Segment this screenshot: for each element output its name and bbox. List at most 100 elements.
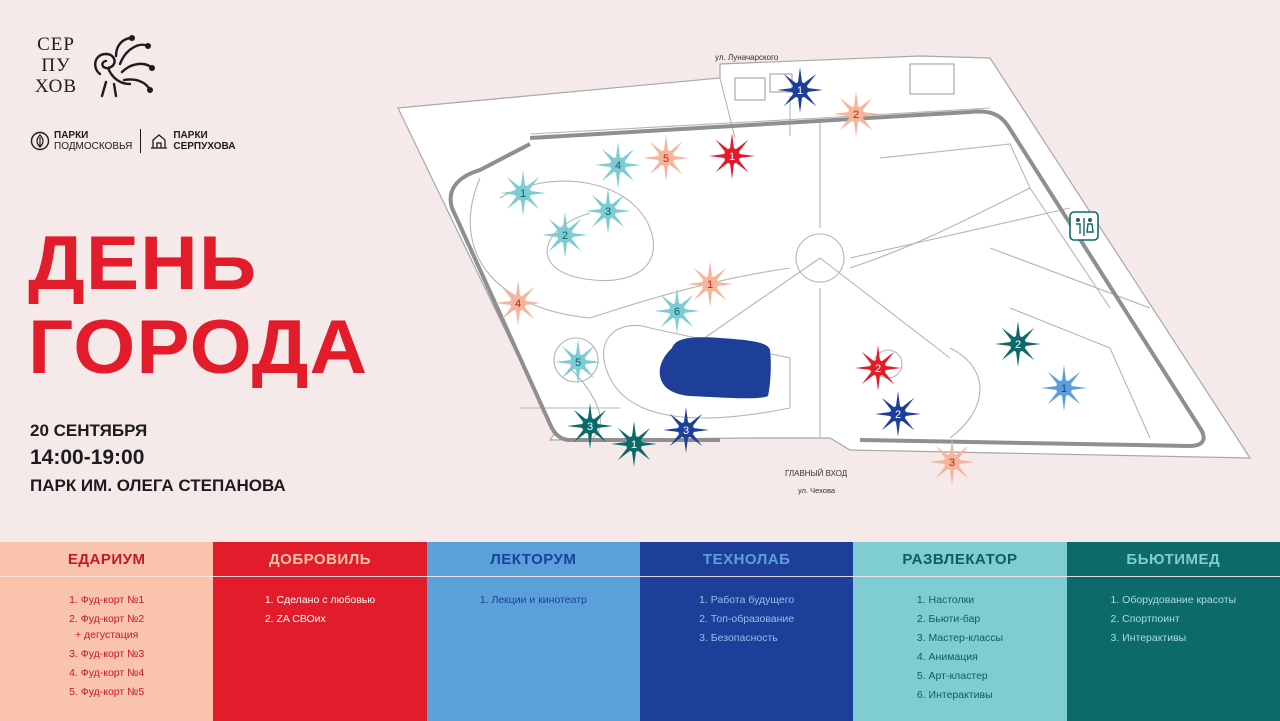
marker-razvlekator-1[interactable]: 1 xyxy=(500,170,546,216)
zone-list-item: 2. Спортпоинт xyxy=(1110,613,1180,625)
marker-number: 1 xyxy=(631,439,637,451)
partner-serpukhov-line2: СЕРПУХОВА xyxy=(173,141,236,152)
marker-number: 1 xyxy=(729,151,735,163)
marker-number: 4 xyxy=(515,298,521,310)
partner-podmoskovya: ПАРКИ ПОДМОСКОВЬЯ xyxy=(30,130,132,152)
event-title-line1: ДЕНЬ xyxy=(28,221,258,306)
logo-line-2: ПУ xyxy=(41,55,71,76)
marker-center xyxy=(610,157,626,173)
marker-edarium-1[interactable]: 1 xyxy=(687,261,733,307)
building-icon xyxy=(151,134,168,149)
marker-razvlekator-5[interactable]: 5 xyxy=(555,339,601,385)
park-map[interactable]: ул. Луначарского ГЛАВНЫЙ ВХОД ул. Чехова… xyxy=(390,48,1260,498)
zone-title-tehnolab: ТЕХНОЛАБ xyxy=(702,550,791,568)
serpukhov-logo: СЕР ПУ ХОВ xyxy=(28,34,158,104)
marker-number: 1 xyxy=(797,85,803,97)
marker-tehnolab-3[interactable]: 3 xyxy=(663,407,709,453)
zone-list-item: 2. Фуд-корт №2 xyxy=(69,613,145,625)
marker-number: 1 xyxy=(707,279,713,291)
zone-title-byutimed: БЬЮТИМЕД xyxy=(1126,550,1221,568)
marker-center xyxy=(724,148,740,164)
event-title-line2: ГОРОДА xyxy=(28,305,369,390)
partner-podmoskovya-line2: ПОДМОСКОВЬЯ xyxy=(54,141,133,152)
marker-center xyxy=(557,227,573,243)
zone-list-item: 3. Мастер-классы xyxy=(916,632,1004,644)
marker-center xyxy=(1010,336,1026,352)
marker-center xyxy=(626,436,642,452)
logo-line-3: ХОВ xyxy=(34,76,78,97)
marker-razvlekator-3[interactable]: 3 xyxy=(585,188,631,234)
marker-center xyxy=(792,82,808,98)
marker-razvlekator-2[interactable]: 2 xyxy=(542,212,588,258)
zone-divider xyxy=(0,576,214,577)
event-date: 20 СЕНТЯБРЯ xyxy=(30,421,148,440)
marker-razvlekator-6[interactable]: 6 xyxy=(654,288,700,334)
marker-center xyxy=(658,150,674,166)
zone-list-item: 1. Настолки xyxy=(916,594,975,606)
zone-divider xyxy=(213,576,427,577)
street-bottom-label: ул. Чехова xyxy=(798,486,836,495)
event-place: ПАРК ИМ. ОЛЕГА СТЕПАНОВА xyxy=(30,476,286,495)
marker-edarium-3[interactable]: 3 xyxy=(929,439,975,485)
marker-tehnolab-1[interactable]: 1 xyxy=(777,67,823,113)
zone-list-item: + дегустация xyxy=(75,629,139,641)
marker-number: 1 xyxy=(1061,383,1067,395)
marker-tehnolab-2[interactable]: 2 xyxy=(875,391,921,437)
marker-dobrovil-1[interactable]: 1 xyxy=(709,133,755,179)
marker-number: 6 xyxy=(674,306,680,318)
main-entrance-label: ГЛАВНЫЙ ВХОД xyxy=(785,469,848,478)
event-title: ДЕНЬ ГОРОДА xyxy=(28,222,367,390)
marker-edarium-5[interactable]: 5 xyxy=(643,135,689,181)
marker-number: 1 xyxy=(520,188,526,200)
marker-center xyxy=(702,276,718,292)
marker-lektorum-1[interactable]: 1 xyxy=(1041,365,1087,411)
zone-list-item: 2. Бьюти-бар xyxy=(916,613,981,625)
toilet-icon[interactable] xyxy=(1069,211,1099,241)
zone-list-item: 2. ZA СВОих xyxy=(264,613,326,625)
marker-byutimed-3[interactable]: 3 xyxy=(567,403,613,449)
marker-center xyxy=(890,406,906,422)
zone-divider xyxy=(1066,576,1280,577)
peacock-icon xyxy=(94,35,155,98)
marker-edarium-2[interactable]: 2 xyxy=(833,91,879,137)
zone-divider xyxy=(426,576,640,577)
marker-number: 2 xyxy=(853,109,859,121)
marker-razvlekator-4[interactable]: 4 xyxy=(595,142,641,188)
marker-edarium-4[interactable]: 4 xyxy=(495,280,541,326)
zone-list-item: 3. Безопасность xyxy=(699,632,778,644)
marker-number: 3 xyxy=(949,457,955,469)
marker-center xyxy=(944,454,960,470)
marker-number: 5 xyxy=(663,153,669,165)
marker-number: 2 xyxy=(875,363,881,375)
partner-serpukhov-text: ПАРКИ СЕРПУХОВА xyxy=(173,130,235,152)
zone-list-item: 5. Арт-кластер xyxy=(916,670,988,682)
zone-title-dobrovil: ДОБРОВИЛЬ xyxy=(268,550,371,568)
marker-number: 2 xyxy=(1015,339,1021,351)
marker-byutimed-2[interactable]: 2 xyxy=(995,321,1041,367)
marker-dobrovil-2[interactable]: 2 xyxy=(855,345,901,391)
zone-list-item: 1. Оборудование красоты xyxy=(1110,594,1237,606)
partner-divider xyxy=(140,129,142,153)
zone-divider xyxy=(639,576,854,577)
park-alleys xyxy=(469,77,1151,441)
logo-wordmark: СЕР ПУ ХОВ xyxy=(28,34,84,97)
marker-number: 5 xyxy=(575,357,581,369)
marker-byutimed-1[interactable]: 1 xyxy=(611,421,657,467)
marker-number: 4 xyxy=(615,160,621,172)
marker-center xyxy=(848,106,864,122)
partner-serpukhov-line1: ПАРКИ xyxy=(173,130,208,141)
zone-list-item: 4. Фуд-корт №4 xyxy=(69,667,145,679)
event-time: 14:00-19:00 xyxy=(30,446,145,469)
marker-center xyxy=(570,354,586,370)
event-info: 20 СЕНТЯБРЯ 14:00-19:00 ПАРК ИМ. ОЛЕГА С… xyxy=(30,420,286,498)
